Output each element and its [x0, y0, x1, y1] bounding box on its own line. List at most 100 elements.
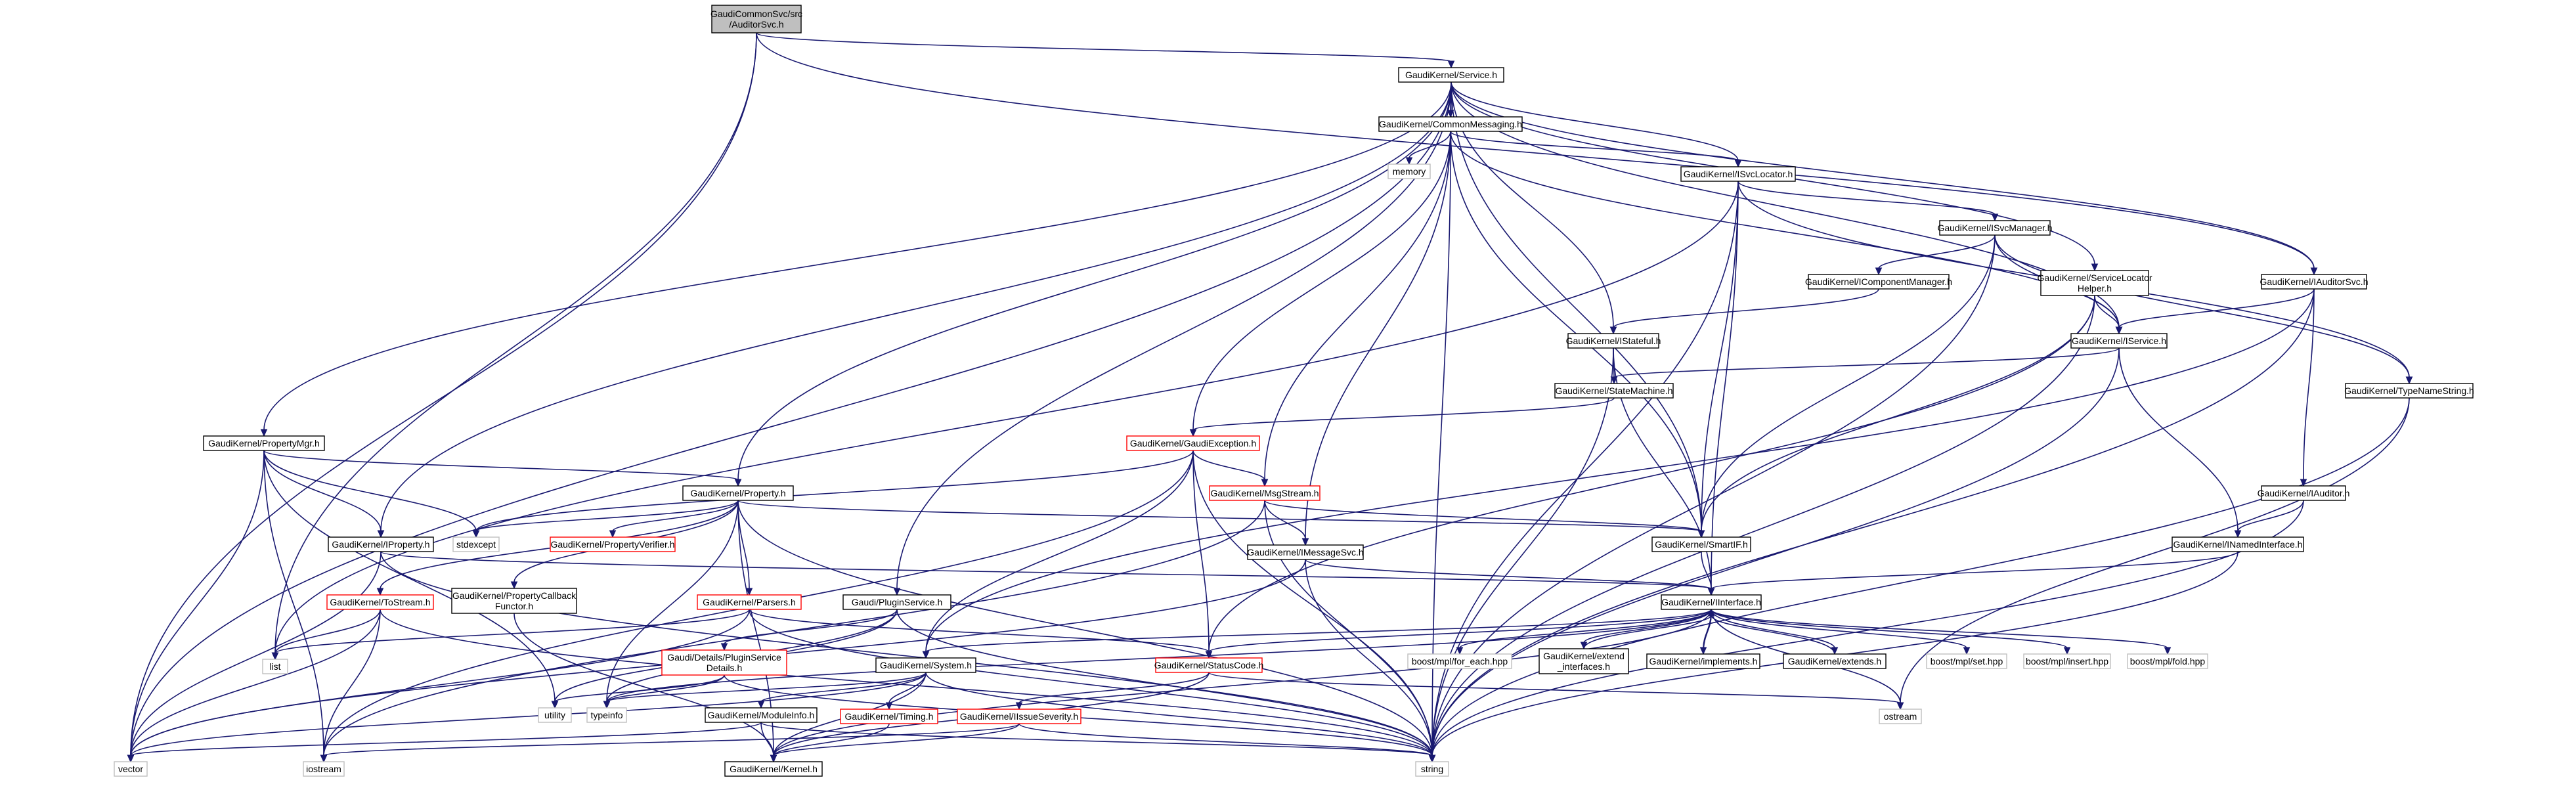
node-kernel[interactable]: GaudiKernel/Kernel.h: [724, 761, 823, 777]
node-label-msgstream-0: GaudiKernel/MsgStream.h: [1211, 488, 1319, 498]
node-timing[interactable]: GaudiKernel/Timing.h: [840, 709, 938, 724]
include-nodes: GaudiCommonSvc/src/AuditorSvc.hGaudiKern…: [114, 5, 2474, 777]
arrowhead-parsers-to-list: [271, 652, 279, 661]
node-iauditor[interactable]: GaudiKernel/IAuditor.h: [2258, 485, 2350, 501]
node-label-ostream-0: ostream: [1884, 711, 1917, 722]
node-commonmessaging[interactable]: GaudiKernel/CommonMessaging.h: [1378, 116, 1523, 132]
edge-isvclocator-to-iinterface: [1711, 181, 1739, 590]
node-iproperty[interactable]: GaudiKernel/IProperty.h: [328, 536, 434, 552]
edge-propertymgr-to-stdexcept: [263, 450, 477, 532]
arrowhead-iinterface-to-system: [922, 651, 930, 659]
edge-isvclocator-to-isvcmanager: [1737, 181, 1996, 215]
node-iostream[interactable]: iostream: [303, 761, 345, 777]
node-label-service-0: GaudiKernel/Service.h: [1405, 70, 1497, 80]
node-iinterface[interactable]: GaudiKernel/IInterface.h: [1661, 594, 1762, 610]
arrowhead-statuscode-to-iissueseverity: [1015, 702, 1023, 710]
edge-tostream-to-vector: [130, 609, 381, 756]
node-iservice[interactable]: GaudiKernel/IService.h: [2070, 333, 2168, 349]
node-inamedinterface[interactable]: GaudiKernel/INamedInterface.h: [2172, 536, 2304, 552]
node-extendinterfaces[interactable]: GaudiKernel/extend_interfaces.h: [1539, 648, 1629, 674]
edge-imessagesvc-to-string: [1305, 559, 1433, 756]
node-label-pluginservicedetails-0: Gaudi/Details/PluginService: [667, 652, 781, 663]
edge-root-to-service: [756, 32, 1452, 62]
node-propertyverifier[interactable]: GaudiKernel/PropertyVerifier.h: [550, 536, 676, 552]
arrowhead-isvcmanager-to-typenamestring: [2405, 376, 2413, 385]
node-memory[interactable]: memory: [1387, 164, 1431, 179]
node-parsers[interactable]: GaudiKernel/Parsers.h: [697, 594, 802, 610]
node-isvcmanager[interactable]: GaudiKernel/ISvcManager.h: [1937, 220, 2053, 236]
node-list[interactable]: list: [262, 659, 288, 674]
node-ostream[interactable]: ostream: [1879, 709, 1922, 724]
edge-parsers-to-statuscode: [749, 609, 1210, 653]
node-smartif[interactable]: GaudiKernel/SmartIF.h: [1651, 536, 1751, 552]
node-implements[interactable]: GaudiKernel/implements.h: [1646, 653, 1760, 669]
node-label-tostream-0: GaudiKernel/ToStream.h: [330, 597, 430, 607]
node-imessagesvc[interactable]: GaudiKernel/IMessageSvc.h: [1247, 544, 1364, 560]
edge-service-to-iservice: [1451, 81, 2120, 328]
node-boostforeach[interactable]: boost/mpl/for_each.hpp: [1407, 653, 1512, 669]
node-gaudiexception[interactable]: GaudiKernel/GaudiException.h: [1126, 435, 1260, 451]
edge-smartif-to-iinterface: [1701, 551, 1712, 590]
node-stdexcept[interactable]: stdexcept: [452, 536, 500, 552]
edge-isvcmanager-to-typenamestring: [1994, 234, 2410, 378]
edge-service-to-iauditorsvc: [1451, 81, 2315, 269]
arrowhead-extends-to-iinterface: [1707, 608, 1715, 617]
edge-typenamestring-to-ostream: [1900, 397, 2410, 704]
edge-iservice-to-string: [1431, 347, 2120, 756]
node-istateful[interactable]: GaudiKernel/IStateful.h: [1566, 333, 1661, 349]
node-system[interactable]: GaudiKernel/System.h: [875, 657, 976, 673]
arrowhead-iissueseverity-to-kernel: [770, 754, 777, 763]
edge-system-to-string: [925, 672, 1433, 756]
edge-iinterface-to-boostforeach: [1459, 609, 1712, 649]
node-root[interactable]: GaudiCommonSvc/src/AuditorSvc.h: [710, 5, 802, 33]
node-isvclocator[interactable]: GaudiKernel/ISvcLocator.h: [1680, 166, 1796, 182]
node-statuscode[interactable]: GaudiKernel/StatusCode.h: [1154, 657, 1264, 673]
node-boostfold[interactable]: boost/mpl/fold.hpp: [2127, 653, 2208, 669]
node-statemachine[interactable]: GaudiKernel/StateMachine.h: [1554, 383, 1674, 399]
edge-imessagesvc-to-iinterface: [1305, 559, 1712, 590]
arrowhead-commonmessaging-to-isvclocator: [1734, 160, 1742, 168]
node-box-imessagesvc: [1247, 544, 1364, 560]
node-iissueseverity[interactable]: GaudiKernel/IIssueSeverity.h: [957, 709, 1081, 724]
node-icomponentmanager[interactable]: GaudiKernel/IComponentManager.h: [1805, 274, 1952, 290]
node-iauditorsvc[interactable]: GaudiKernel/IAuditorSvc.h: [2260, 274, 2369, 290]
edge-propertymgr-to-property: [263, 450, 739, 481]
node-label-moduleinfo-0: GaudiKernel/ModuleInfo.h: [708, 710, 815, 720]
arrowhead-system-to-moduleinfo: [757, 701, 765, 709]
node-msgstream[interactable]: GaudiKernel/MsgStream.h: [1209, 485, 1321, 501]
edge-gaudiexception-to-stdexcept: [475, 450, 1194, 532]
edge-property-to-string: [737, 500, 1433, 756]
node-vector[interactable]: vector: [114, 761, 148, 777]
node-label-extends-0: GaudiKernel/extends.h: [1788, 656, 1881, 666]
node-propertymgr[interactable]: GaudiKernel/PropertyMgr.h: [203, 435, 325, 451]
node-boostset[interactable]: boost/mpl/set.hpp: [1926, 653, 2007, 669]
edge-pluginservicedetails-to-utility: [554, 674, 725, 703]
node-property[interactable]: GaudiKernel/Property.h: [682, 485, 794, 501]
node-label-servicelocatorhelper-0: GaudiKernel/ServiceLocator: [2037, 273, 2152, 283]
edge-pluginservicedetails-to-typeinfo: [606, 674, 725, 703]
edge-iinterface-to-statuscode: [1208, 609, 1712, 653]
node-tostream[interactable]: GaudiKernel/ToStream.h: [326, 594, 434, 610]
edge-tostream-to-list: [274, 609, 381, 654]
node-typenamestring[interactable]: GaudiKernel/TypeNameString.h: [2344, 383, 2474, 399]
node-box-statemachine: [1554, 383, 1674, 399]
edge-iinterface-to-boostset: [1711, 609, 1967, 649]
node-pluginservice[interactable]: Gaudi/PluginService.h: [842, 594, 951, 610]
arrowhead-pluginservice-to-pluginservicedetails: [720, 643, 728, 651]
node-utility[interactable]: utility: [538, 707, 572, 723]
node-moduleinfo[interactable]: GaudiKernel/ModuleInfo.h: [705, 707, 818, 723]
node-typeinfo[interactable]: typeinfo: [586, 707, 627, 723]
node-string[interactable]: string: [1415, 761, 1449, 777]
arrowhead-service-to-commonmessaging: [1447, 110, 1454, 118]
node-box-ostream: [1879, 709, 1922, 724]
node-boostinsert[interactable]: boost/mpl/insert.hpp: [2023, 653, 2111, 669]
node-service[interactable]: GaudiKernel/Service.h: [1398, 67, 1504, 83]
node-extends[interactable]: GaudiKernel/extends.h: [1783, 653, 1887, 669]
edge-servicelocatorhelper-to-string: [1431, 295, 2095, 756]
edge-parsers-to-vector: [130, 609, 750, 756]
arrowhead-imessagesvc-to-iinterface: [1707, 588, 1715, 596]
